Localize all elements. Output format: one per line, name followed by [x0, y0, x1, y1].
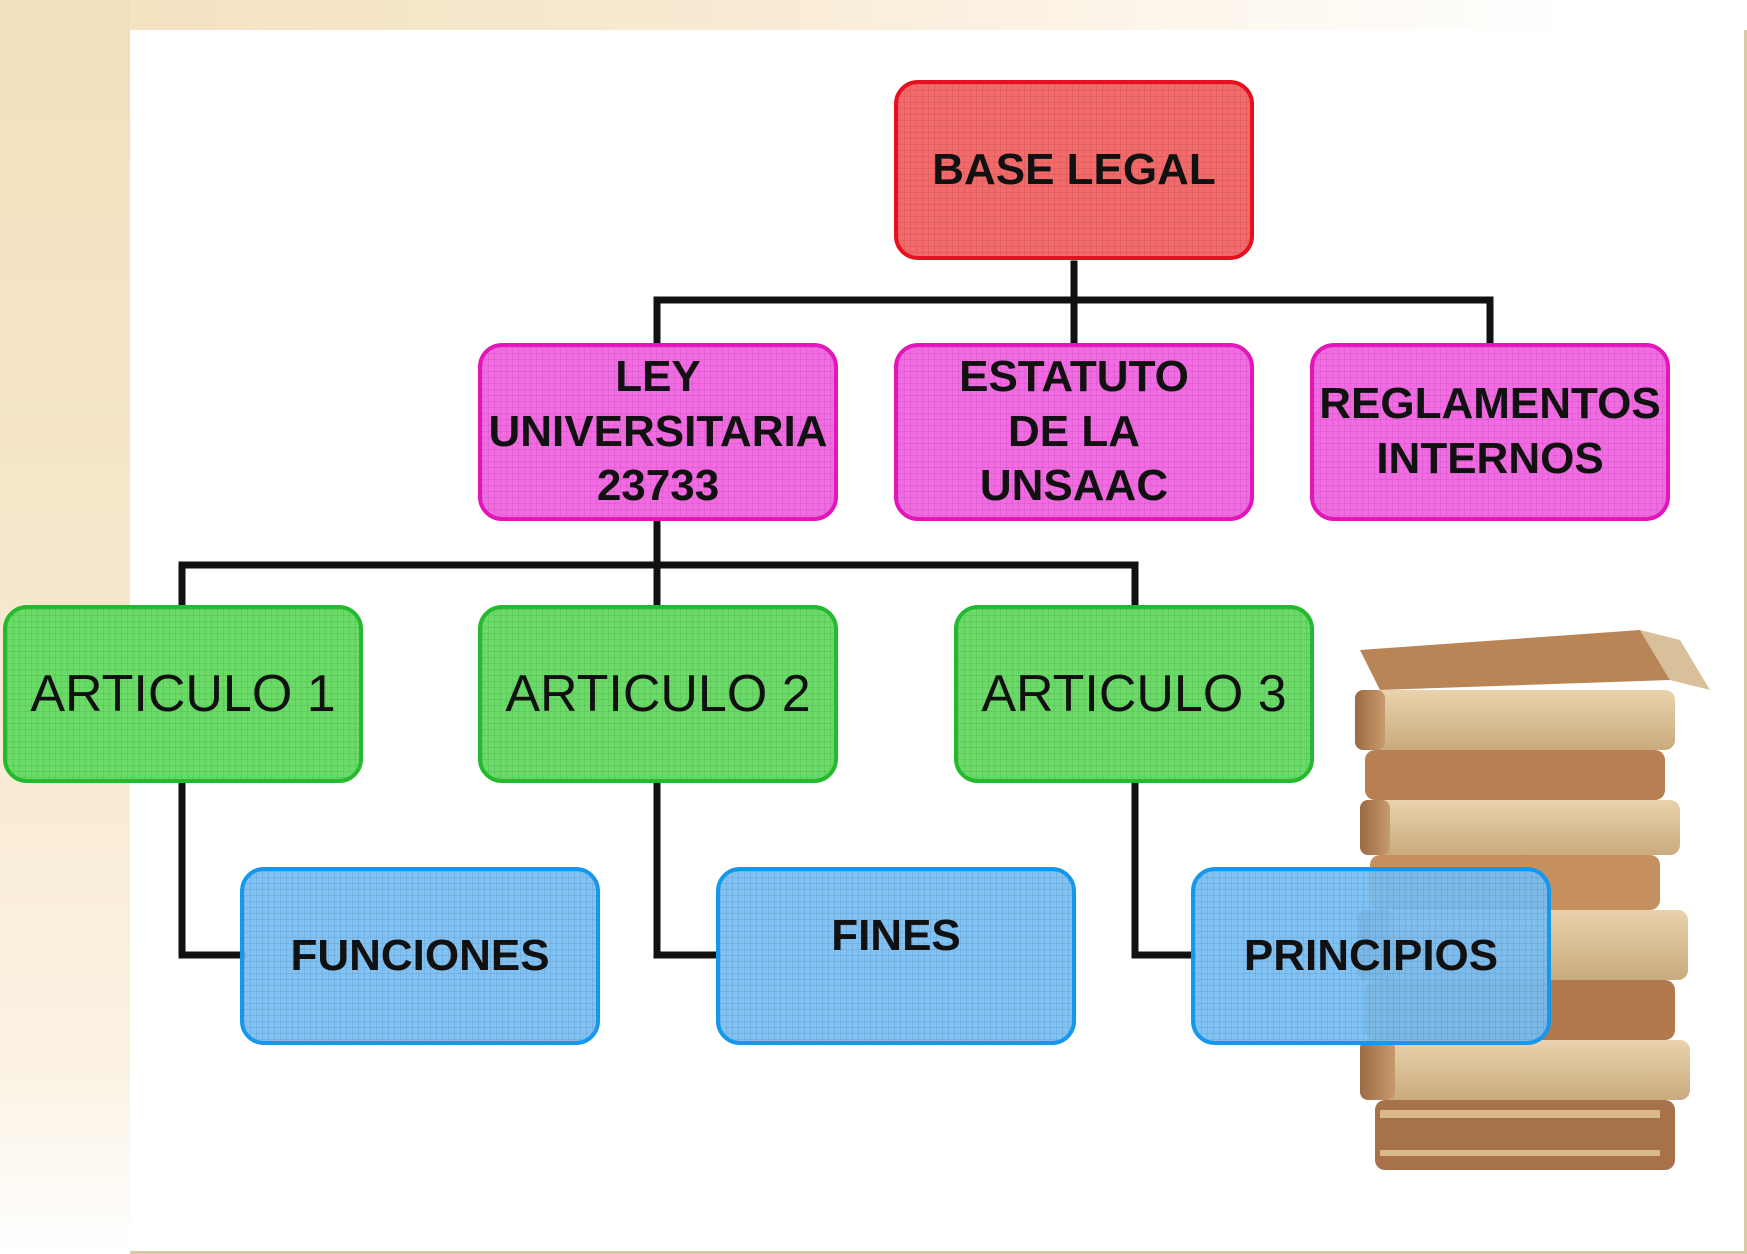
node-reglamentos: REGLAMENTOS INTERNOS [1310, 343, 1670, 521]
node-articulo-3: ARTICULO 3 [954, 605, 1314, 783]
node-label: REGLAMENTOS INTERNOS [1319, 379, 1661, 483]
node-fines: FINES [716, 867, 1076, 1045]
node-base-legal: BASE LEGAL [894, 80, 1254, 260]
node-label: FUNCIONES [290, 930, 550, 980]
node-funciones: FUNCIONES [240, 867, 600, 1045]
connector-funciones [178, 781, 246, 959]
connector-principios [1131, 781, 1196, 959]
node-label: ARTICULO 2 [505, 664, 811, 723]
node-label: ARTICULO 1 [30, 664, 336, 723]
node-articulo-2: ARTICULO 2 [478, 605, 838, 783]
node-label: ESTATUTO DE LA UNSAAC [959, 352, 1189, 511]
node-label: BASE LEGAL [932, 144, 1216, 194]
node-ley-universitaria: LEY UNIVERSITARIA 23733 [478, 343, 838, 521]
node-label: LEY UNIVERSITARIA 23733 [488, 352, 828, 511]
node-label: ARTICULO 3 [981, 664, 1287, 723]
node-label: PRINCIPIOS [1243, 930, 1499, 980]
node-estatuto: ESTATUTO DE LA UNSAAC [894, 343, 1254, 521]
book-1 [1360, 630, 1710, 690]
top-decorative-band [0, 0, 1747, 30]
node-principios: PRINCIPIOS [1191, 867, 1551, 1045]
node-articulo-1: ARTICULO 1 [3, 605, 363, 783]
node-label: FINES [831, 911, 961, 960]
connector-fines [653, 781, 721, 959]
